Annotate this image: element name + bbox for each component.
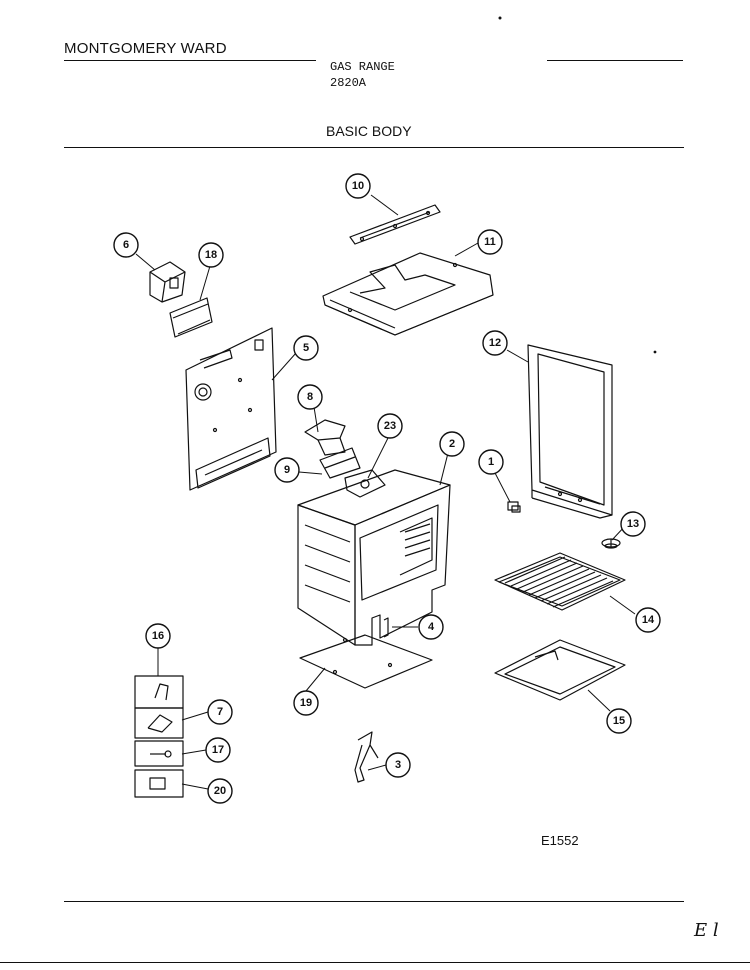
part-oven-rack <box>494 552 626 611</box>
callout-label-11: 11 <box>484 236 496 248</box>
part-bracket-clip <box>354 731 379 783</box>
section-title: BASIC BODY <box>326 123 412 139</box>
part-oven-body <box>297 469 451 646</box>
callout-label-19: 19 <box>300 697 312 709</box>
callout-label-1: 1 <box>488 456 494 468</box>
model-number: 2820A <box>330 76 367 90</box>
callout-label-8: 8 <box>307 391 313 403</box>
callout-label-14: 14 <box>642 614 655 626</box>
part-small-clip <box>383 617 389 638</box>
callout-label-2: 2 <box>449 438 455 450</box>
callout-label-20: 20 <box>214 785 226 797</box>
part-small-panel <box>169 297 213 338</box>
section-rule <box>64 147 684 148</box>
part-box-17 <box>134 740 184 767</box>
brand-title: MONTGOMERY WARD <box>64 40 227 57</box>
part-flue-piece <box>319 447 361 479</box>
callout-circle-1 <box>478 449 504 475</box>
callout-circle-4 <box>418 614 444 640</box>
part-valve-knob <box>507 501 521 513</box>
callout-circle-2 <box>439 431 465 457</box>
part-cooktop-panel <box>322 252 494 336</box>
part-box-16 <box>134 675 184 709</box>
part-box-20 <box>134 769 184 798</box>
part-broiler-pan <box>494 639 626 701</box>
callout-label-17: 17 <box>212 744 224 756</box>
header-rule-right <box>547 60 683 61</box>
callout-label-12: 12 <box>489 337 501 349</box>
footer-rule <box>64 901 684 902</box>
part-burner-assembly <box>344 469 386 498</box>
part-control-knob <box>601 538 621 549</box>
callout-label-13: 13 <box>627 518 639 530</box>
callout-circle-9 <box>274 457 300 483</box>
callout-circle-12 <box>482 330 508 356</box>
callout-label-15: 15 <box>613 715 625 727</box>
callout-circle-10 <box>345 173 371 199</box>
part-box-7 <box>134 707 184 739</box>
callout-label-7: 7 <box>217 706 223 718</box>
callout-circle-14 <box>635 607 661 633</box>
callout-label-3: 3 <box>395 759 401 771</box>
callout-circle-17 <box>205 737 231 763</box>
part-top-trim-strip <box>349 204 441 245</box>
header-rule-left <box>64 60 316 61</box>
callout-circle-20 <box>207 778 233 804</box>
callout-circle-18 <box>198 242 224 268</box>
callout-circle-19 <box>293 690 319 716</box>
callout-label-9: 9 <box>284 464 290 476</box>
product-name: GAS RANGE <box>330 60 395 74</box>
part-burner-box-bracket <box>304 419 346 456</box>
callout-circle-7 <box>207 699 233 725</box>
callout-label-18: 18 <box>205 249 217 261</box>
callout-label-16: 16 <box>152 630 164 642</box>
callout-label-5: 5 <box>303 342 309 354</box>
handwritten-mark: E l <box>694 920 719 941</box>
part-small-bracket-box <box>149 261 186 303</box>
callout-label-4: 4 <box>428 621 435 633</box>
drawing-code: E1552 <box>541 833 579 848</box>
callout-circle-16 <box>145 623 171 649</box>
callout-label-10: 10 <box>352 180 364 192</box>
callout-circle-3 <box>385 752 411 778</box>
callout-circle-11 <box>477 229 503 255</box>
part-door-frame <box>527 344 613 519</box>
callout-circle-23 <box>377 413 403 439</box>
callout-label-23: 23 <box>384 420 396 432</box>
callout-circle-13 <box>620 511 646 537</box>
callout-circle-15 <box>606 708 632 734</box>
callout-circle-6 <box>113 232 139 258</box>
part-rear-panel <box>185 327 277 491</box>
bottom-edge-rule <box>0 962 750 963</box>
callout-label-6: 6 <box>123 239 129 251</box>
part-bottom-panel <box>299 634 433 689</box>
callout-circle-8 <box>297 384 323 410</box>
callout-circle-5 <box>293 335 319 361</box>
